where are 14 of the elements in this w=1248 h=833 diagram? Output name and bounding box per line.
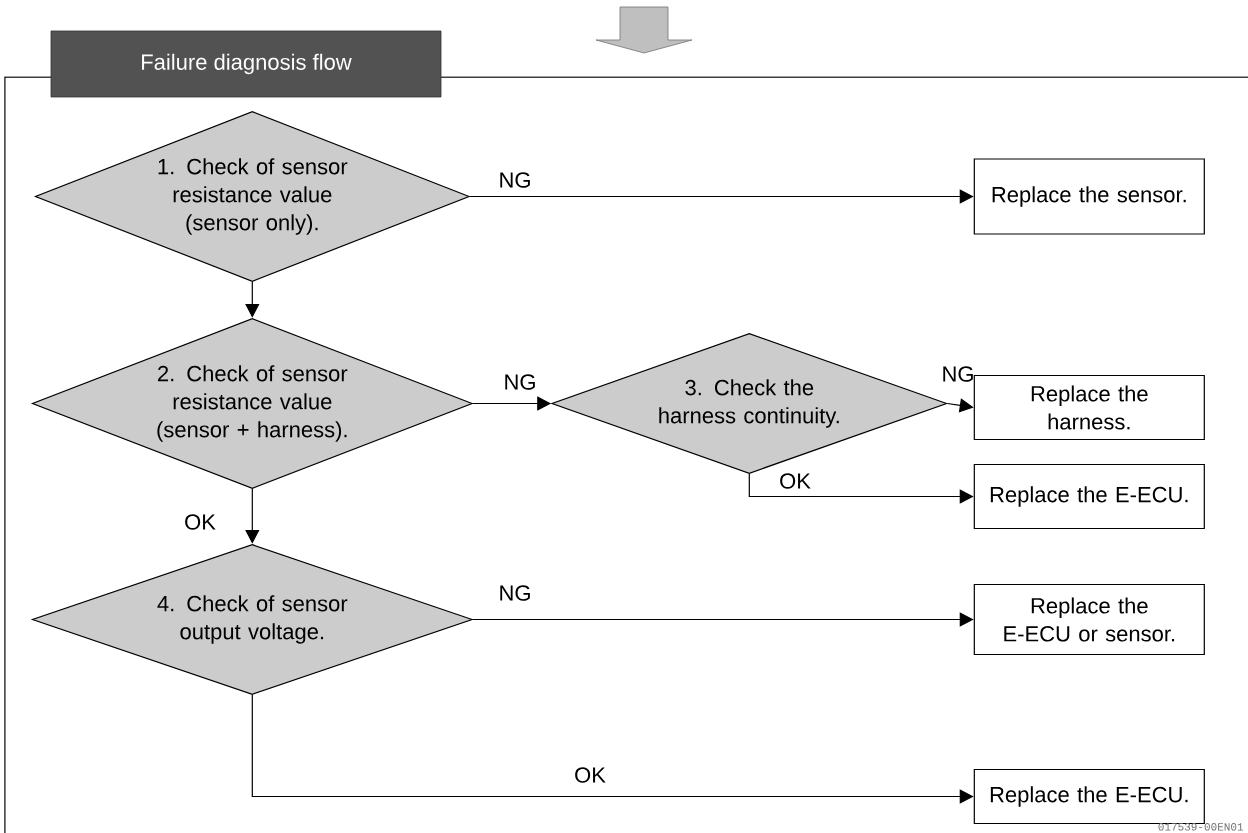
action-box: Replace the E-ECU or sensor. <box>973 583 1205 656</box>
edge-label: OK <box>575 767 606 783</box>
edge-label: NG <box>500 585 530 601</box>
node-label: Failure diagnosis flow <box>142 53 352 75</box>
edge-label: OK <box>185 514 216 530</box>
edge-label: NG <box>500 172 530 188</box>
arrow <box>245 281 260 318</box>
arrow <box>245 488 260 544</box>
action-box: Replace the sensor. <box>973 158 1205 235</box>
action-box: Replace the E-ECU. <box>973 463 1205 530</box>
action-box: Replace the harness. <box>973 374 1205 441</box>
edge-label: OK <box>780 473 811 489</box>
edge-label: NG <box>505 374 535 390</box>
figure-code: 017539-00EN01 <box>1158 823 1244 831</box>
